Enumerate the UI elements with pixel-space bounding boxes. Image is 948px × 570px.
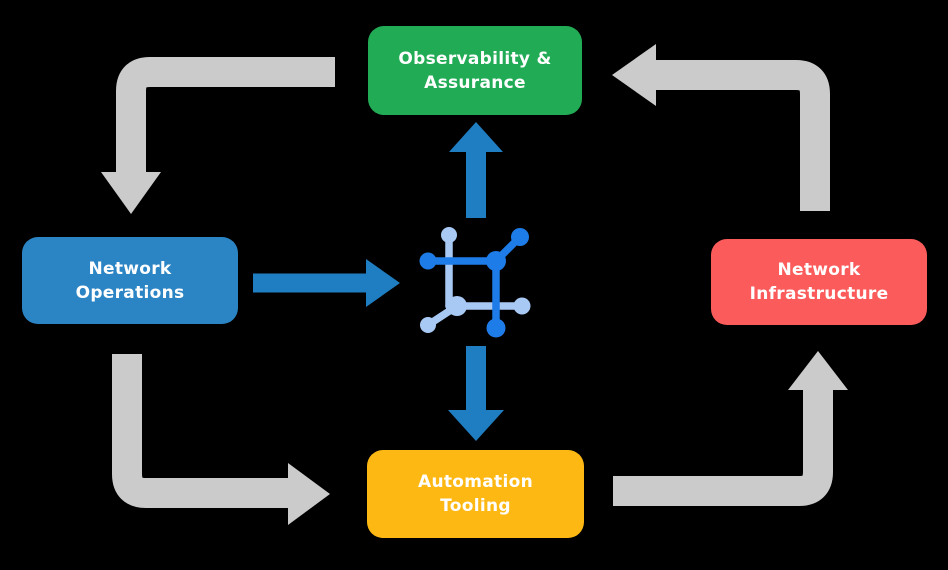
icon-node-light <box>441 227 457 243</box>
arrow-shaft <box>112 354 288 508</box>
node-label-line: Operations <box>75 282 185 303</box>
arrow-automation-to-infrastructure <box>613 351 848 506</box>
icon-node-dark <box>486 251 506 271</box>
arrow-observability-to-operations <box>101 57 335 214</box>
arrow-head <box>449 122 503 152</box>
node-network-operations: Network Operations <box>22 237 238 324</box>
arrow-head <box>366 259 400 307</box>
arrow-infrastructure-to-observability <box>612 44 830 211</box>
node-label-line: Infrastructure <box>749 284 889 304</box>
node-label-line: Network <box>777 260 861 280</box>
icon-node-dark <box>419 252 437 270</box>
node-network-infrastructure: Network Infrastructure <box>711 239 927 325</box>
icon-node-dark <box>486 318 506 338</box>
network-automation-icon <box>419 227 531 338</box>
node-label-line: Tooling <box>440 496 511 516</box>
node-observability-assurance: Observability & Assurance <box>368 26 582 115</box>
arrow-shaft <box>116 57 335 174</box>
arrow-shaft <box>656 60 830 211</box>
node-automation-tooling: Automation Tooling <box>367 450 584 538</box>
icon-node-light <box>447 296 467 316</box>
arrow-shaft <box>613 390 833 506</box>
arrow-operations-to-center <box>253 259 400 307</box>
node-label-line: Assurance <box>424 72 526 93</box>
arrow-center-to-observability <box>449 122 503 218</box>
arrow-head <box>448 410 504 441</box>
arrow-head <box>788 351 848 390</box>
icon-node-light <box>513 297 531 315</box>
node-label-line: Network <box>88 258 172 279</box>
arrow-center-to-automation <box>448 346 504 441</box>
arrow-head <box>612 44 656 106</box>
node-label-line: Automation <box>418 472 533 492</box>
icon-node-dark <box>511 228 529 246</box>
arrow-operations-to-automation <box>112 354 330 525</box>
arrow-head <box>288 463 330 525</box>
arrow-head <box>101 172 161 214</box>
icon-node-light <box>420 317 436 333</box>
node-label-line: Observability & <box>398 48 552 69</box>
